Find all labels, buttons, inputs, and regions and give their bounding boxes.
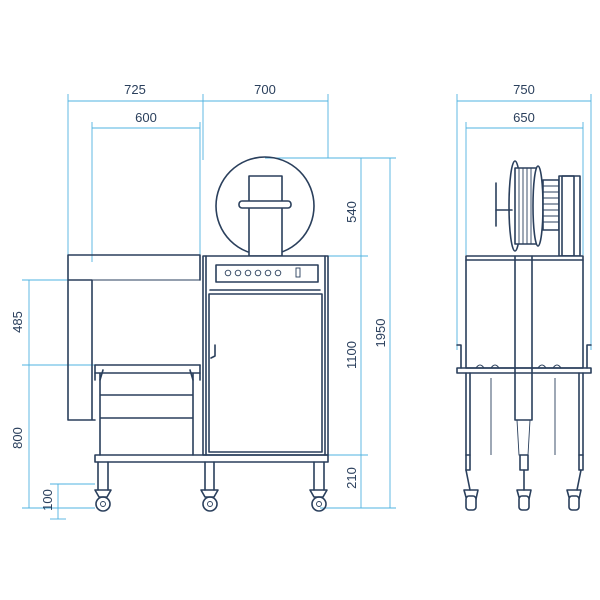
- table-guide-right: [189, 364, 201, 381]
- dim-label-540: 540: [344, 201, 359, 223]
- base-legs: [97, 461, 325, 491]
- dim-label-700: 700: [254, 82, 276, 97]
- dim-label-800: 800: [10, 427, 25, 449]
- dim-label-485: 485: [10, 311, 25, 333]
- side-caster-middle: [516, 469, 532, 511]
- control-button-1: [224, 269, 232, 277]
- control-button-6: [274, 269, 282, 277]
- control-panel: [215, 264, 319, 283]
- side-view: [456, 160, 592, 511]
- caster-left: [94, 489, 112, 512]
- dim-label-750: 750: [513, 82, 535, 97]
- front-view: [67, 156, 329, 512]
- cabinet-door: [208, 293, 323, 453]
- dim-label-1100: 1100: [344, 341, 359, 369]
- cabinet-top-ledge: [205, 255, 326, 456]
- door-handle: [210, 344, 216, 359]
- caster-right: [309, 489, 328, 512]
- coil-reel: [495, 160, 581, 257]
- control-button-3: [244, 269, 252, 277]
- dim-label-1950: 1950: [373, 319, 388, 348]
- side-frame-legs: [465, 372, 584, 456]
- strap-column: [514, 255, 533, 421]
- side-cabinet: [465, 255, 584, 369]
- coil-core: [248, 175, 283, 257]
- dim-label-725: 725: [124, 82, 146, 97]
- dimension-labels: 725 700 600 750 650 540 1100 1950 210 48…: [10, 82, 535, 511]
- control-button-5: [264, 269, 272, 277]
- dim-label-650: 650: [513, 110, 535, 125]
- table-tray: [94, 364, 201, 456]
- control-button-2: [234, 269, 242, 277]
- coil-handle: [238, 200, 292, 209]
- side-tray: [456, 367, 592, 374]
- caster-middle: [200, 489, 219, 512]
- base-frame: [94, 454, 329, 463]
- side-caster-left: [463, 469, 479, 511]
- table-guide-left: [94, 364, 104, 381]
- dim-label-600: 600: [135, 110, 157, 125]
- machine-cabinet: [202, 255, 329, 456]
- control-button-4: [254, 269, 262, 277]
- side-caster-right: [566, 469, 582, 511]
- dim-label-100: 100: [40, 489, 55, 511]
- dimension-lines: [22, 94, 592, 520]
- dim-label-210: 210: [344, 467, 359, 489]
- control-switch: [295, 267, 301, 278]
